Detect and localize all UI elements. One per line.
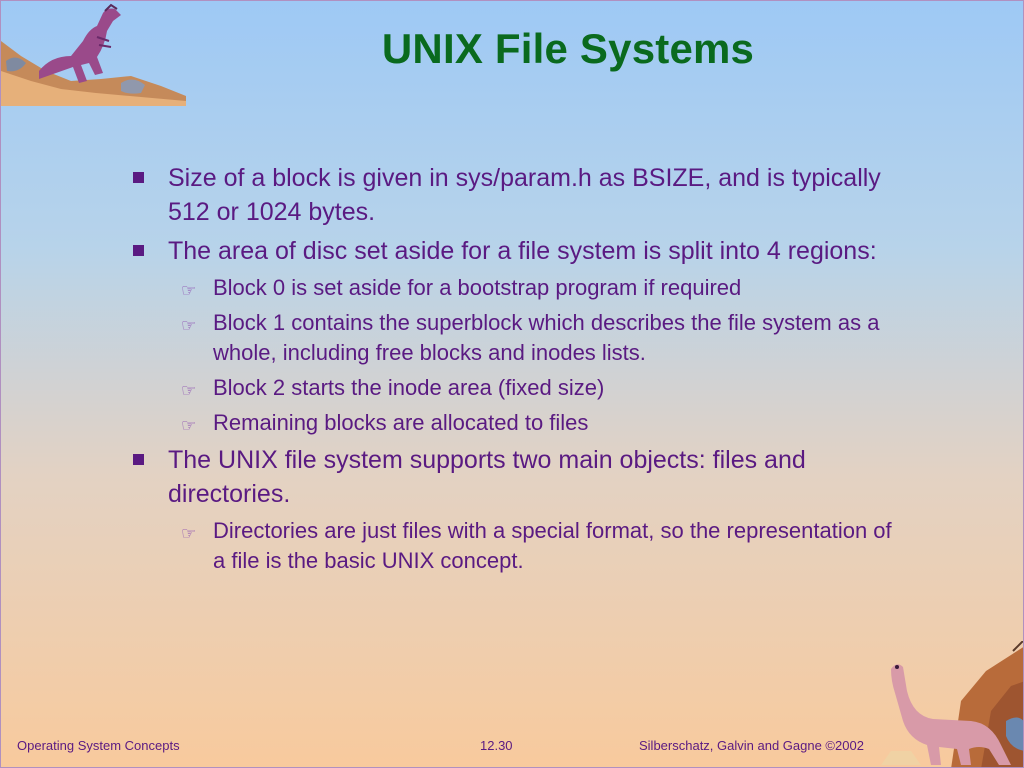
- pointing-hand-icon: ☞: [181, 524, 197, 544]
- pointing-hand-icon: ☞: [181, 416, 197, 436]
- sub-bullet-text: Remaining blocks are allocated to files: [213, 410, 589, 435]
- bullet-text: The area of disc set aside for a file sy…: [168, 237, 877, 265]
- bullet-item: The UNIX file system supports two main o…: [129, 443, 909, 511]
- square-bullet-icon: [133, 245, 144, 256]
- sub-bullet-text: Directories are just files with a specia…: [213, 518, 892, 573]
- footer-slide-number: 12.30: [480, 738, 513, 753]
- sub-bullet-text: Block 0 is set aside for a bootstrap pro…: [213, 275, 742, 300]
- bullet-text: The UNIX file system supports two main o…: [168, 446, 806, 508]
- sub-bullet-item: ☞ Block 1 contains the superblock which …: [181, 308, 909, 368]
- sub-bullet-item: ☞ Directories are just files with a spec…: [181, 516, 909, 576]
- square-bullet-icon: [133, 172, 144, 183]
- footer-copyright: Silberschatz, Galvin and Gagne ©2002: [639, 738, 864, 753]
- pointing-hand-icon: ☞: [181, 281, 197, 301]
- slide-title: UNIX File Systems: [381, 25, 755, 72]
- slide-content: Size of a block is given in sys/param.h …: [129, 161, 909, 581]
- dinosaur-rock-illustration: [1, 3, 186, 106]
- sub-bullet-item: ☞ Block 2 starts the inode area (fixed s…: [181, 373, 909, 403]
- sub-bullet-item: ☞ Remaining blocks are allocated to file…: [181, 408, 909, 438]
- square-bullet-icon: [133, 454, 144, 465]
- pointing-hand-icon: ☞: [181, 316, 197, 336]
- footer-course-title: Operating System Concepts: [17, 738, 180, 753]
- bullet-item: Size of a block is given in sys/param.h …: [129, 161, 909, 229]
- pointing-hand-icon: ☞: [181, 381, 197, 401]
- bullet-text: Size of a block is given in sys/param.h …: [168, 164, 881, 226]
- sub-bullet-text: Block 1 contains the superblock which de…: [213, 310, 880, 365]
- sub-bullet-text: Block 2 starts the inode area (fixed siz…: [213, 375, 605, 400]
- sub-bullet-item: ☞ Block 0 is set aside for a bootstrap p…: [181, 273, 909, 303]
- brontosaurus-cliff-illustration: [881, 641, 1023, 767]
- bullet-item: The area of disc set aside for a file sy…: [129, 234, 909, 268]
